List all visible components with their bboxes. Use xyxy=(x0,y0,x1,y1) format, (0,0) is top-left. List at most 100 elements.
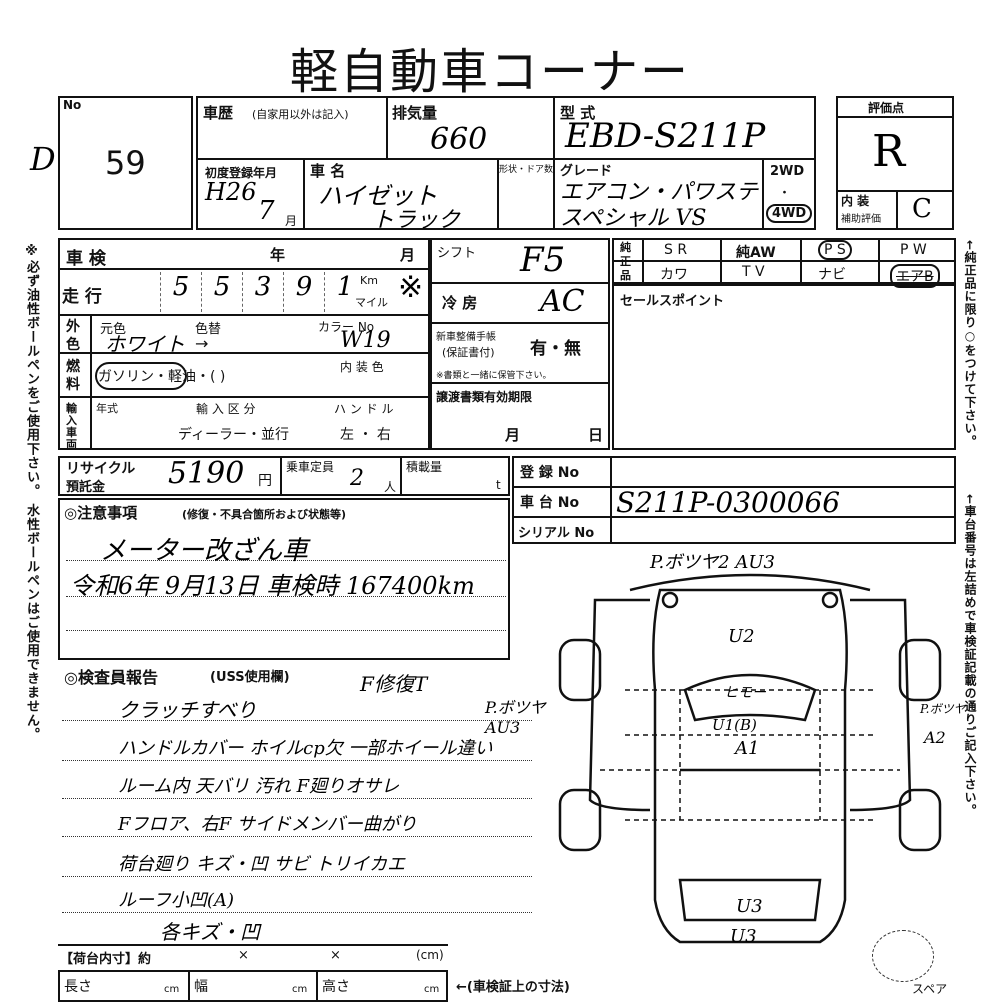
first-reg-label: 初度登録年月 xyxy=(205,166,278,180)
side-note-right-2: ←車台番号は左詰めで車検証記載の通りご記入下さい。 xyxy=(963,494,977,818)
fuel-value[interactable]: ガソリン・軽油・( ) xyxy=(98,369,226,385)
import-year-label: 年式 xyxy=(96,402,118,415)
diagram-mark-rear-1: U3 xyxy=(736,896,763,917)
diagram-mark-windshield: ヒモー xyxy=(724,685,766,701)
manual-note: ※書類と一緒に保管下さい。 xyxy=(436,371,552,381)
fuel-circle xyxy=(95,362,187,390)
capacity-value: 2 xyxy=(350,466,364,491)
manual-label-1: 新車整備手帳 xyxy=(436,332,496,343)
recycle-label-1: リサイクル xyxy=(66,461,136,477)
import-label-3: 車 xyxy=(66,426,77,439)
side-note-left: ※必ず油性ボールペンをご使用下さい。 水性ボールペンはご使用できません。 xyxy=(24,244,39,742)
equip-leather[interactable]: カワ xyxy=(660,267,688,283)
sales-point-label: セールスポイント xyxy=(620,294,725,309)
inspector-line: ルーフ小凹(A) xyxy=(118,890,234,911)
load-unit: t xyxy=(496,478,501,492)
interior-sub: 補助評価 xyxy=(841,214,881,225)
mileage-digit: 5 xyxy=(161,272,202,312)
displacement-label: 排気量 xyxy=(392,104,438,122)
import-division-value[interactable]: ディーラー・並行 xyxy=(178,427,290,443)
top-frame xyxy=(196,96,816,230)
drive-4wd[interactable]: 4WD xyxy=(766,204,813,223)
inspector-line: ハンドルカバー ホイルcp欠 一部ホイール違い xyxy=(118,738,493,759)
cargo-dims-frame xyxy=(58,970,448,1002)
orig-color-label: 元色 xyxy=(100,322,127,337)
equip-label-1: 純 xyxy=(620,241,631,254)
mileage-digit: 9 xyxy=(284,272,325,312)
grade-label: グレード xyxy=(560,164,613,179)
diagram-mark-cabin-2: A1 xyxy=(735,738,760,759)
chassis-no-label: 車 台 No xyxy=(520,495,580,511)
first-reg-month: 7 xyxy=(258,196,275,226)
inspection-year: 年 xyxy=(270,246,286,264)
capacity-label: 乗車定員 xyxy=(286,460,335,474)
chassis-no-value: S211P-0300066 xyxy=(616,486,841,519)
inspector-line: Fフロア、右F サイドメンバー曲がり xyxy=(118,814,417,835)
lot-no-label: No xyxy=(63,98,82,112)
manual-value[interactable]: 有・無 xyxy=(530,339,581,359)
fuel-label-2: 料 xyxy=(66,377,80,393)
manual-label-2: (保証書付) xyxy=(442,346,495,359)
cargo-x2: × xyxy=(330,948,341,963)
mileage-digits: 5 5 3 9 1 xyxy=(120,272,376,312)
repaint-label: 色替 xyxy=(195,322,222,337)
exterior-label-2: 色 xyxy=(66,337,80,353)
page-title: 軽自動車コーナー xyxy=(290,44,691,100)
equip-navi[interactable]: ナビ xyxy=(818,267,846,283)
shape-label: 形状・ドア数 xyxy=(499,165,554,175)
shift-value: F5 xyxy=(520,240,566,280)
equip-pw[interactable]: P W xyxy=(900,242,927,258)
score-value: R xyxy=(872,126,906,177)
cargo-height: 高さ xyxy=(322,979,350,995)
shift-label: シフト xyxy=(437,246,477,261)
grade-line2: スペシャル VS xyxy=(560,206,707,231)
load-label: 積載量 xyxy=(406,460,443,474)
equip-tv[interactable]: T V xyxy=(742,264,765,280)
cargo-height-cm: cm xyxy=(424,984,440,995)
diagram-mark-hood: U2 xyxy=(728,626,755,647)
fuel-label-1: 燃 xyxy=(66,359,80,375)
mileage-label: 走 行 xyxy=(62,287,102,307)
equip-ps[interactable]: P S xyxy=(818,240,852,260)
mileage-digit: 1 xyxy=(336,272,354,302)
spare-label: スペア xyxy=(912,982,948,996)
transfer-label: 譲渡書類有効期限 xyxy=(436,390,533,404)
capacity-unit: 人 xyxy=(384,480,397,494)
import-label-4: 両 xyxy=(66,438,77,451)
equip-label-3: 品 xyxy=(620,269,631,282)
cargo-width-cm: cm xyxy=(292,984,308,995)
reg-no-label: 登 録 No xyxy=(520,465,580,481)
diagram-mark-right-2: A2 xyxy=(924,728,946,747)
equip-sr[interactable]: S R xyxy=(664,242,688,258)
equip-airbag[interactable]: エアB xyxy=(890,264,940,288)
diagram-mark-right-1: P.ボツヤ xyxy=(920,702,966,716)
recycle-label-2: 預託金 xyxy=(66,480,106,495)
drive-2wd[interactable]: 2WD xyxy=(770,164,805,179)
interior-color-label: 内 装 色 xyxy=(340,360,384,374)
drive-dot: ・ xyxy=(778,186,792,201)
import-division-label: 輸 入 区 分 xyxy=(196,402,256,416)
serial-no-label: シリアル No xyxy=(518,526,595,541)
transfer-month: 月 xyxy=(505,426,521,444)
diagram-mark-rear-2: U3 xyxy=(730,926,757,947)
model-value: EBD-S211P xyxy=(565,116,766,156)
equip-aw[interactable]: 純AW xyxy=(736,245,776,261)
inspection-month: 月 xyxy=(400,246,416,264)
inspection-label: 車 検 xyxy=(66,249,106,269)
model-label: 型 式 xyxy=(560,104,596,122)
car-name-line2: トラック xyxy=(372,208,461,233)
color-no-label: カラー No xyxy=(318,320,375,334)
inspector-top-note: F修復T xyxy=(360,672,428,696)
import-handle-value[interactable]: 左 ・ 右 xyxy=(340,427,391,443)
diagram-mark-cabin-1: U1(B) xyxy=(712,716,757,734)
mileage-mark: ※ xyxy=(398,270,424,305)
first-reg-year: H26 xyxy=(205,178,257,206)
registration-frame xyxy=(512,456,956,544)
inspector-line: 荷台廻り キズ・凹 サビ トリイカエ xyxy=(118,854,406,875)
spare-tire xyxy=(872,930,934,982)
color-arrow: → xyxy=(195,334,209,353)
cargo-width: 幅 xyxy=(194,979,208,995)
mileage-unit-mile: マイル xyxy=(355,296,388,309)
mileage-unit-km: Km xyxy=(360,274,378,287)
cargo-note: ←(車検証上の寸法) xyxy=(456,980,570,995)
